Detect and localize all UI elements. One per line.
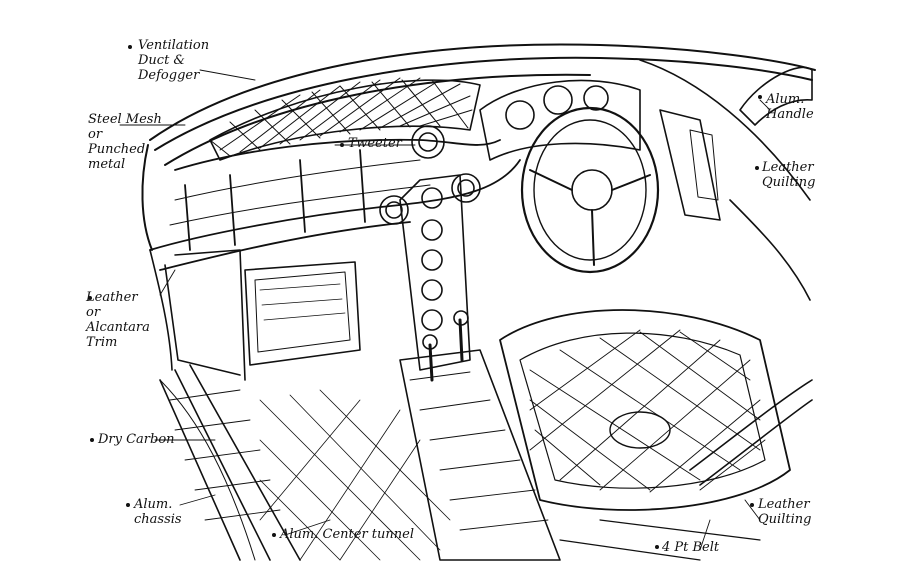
annotation-leather-alcantara-trim: Leather or Alcantara Trim xyxy=(86,290,150,350)
annotation-ventilation-duct: Ventilation Duct & Defogger xyxy=(138,38,210,83)
annotation-bullet xyxy=(758,95,762,99)
annotation-alum-center-tunnel: Alum. Center tunnel xyxy=(280,527,414,542)
annotation-bullet xyxy=(88,296,92,300)
seat-belt xyxy=(559,379,813,561)
leader-lines xyxy=(119,69,771,551)
annotation-bullet xyxy=(90,438,94,442)
annotation-bullet xyxy=(750,503,754,507)
glovebox xyxy=(244,261,361,366)
annotation-leather-quilting-right: Leather Quilting xyxy=(762,160,816,190)
annotation-leather-quilting-bottom: Leather Quilting xyxy=(758,497,812,527)
annotation-bullet xyxy=(128,45,132,49)
annotation-four-pt-belt: 4 Pt Belt xyxy=(662,540,720,555)
floor-hatching xyxy=(259,389,451,561)
right-door-panel xyxy=(639,59,813,301)
instrument-cluster xyxy=(479,79,641,161)
annotation-tweeter: Tweeter xyxy=(348,136,402,151)
annotation-bullet xyxy=(755,166,759,170)
steel-mesh-panel xyxy=(209,77,481,161)
annotation-bullet xyxy=(655,545,659,549)
dashboard-body xyxy=(149,138,521,271)
annotation-dry-carbon: Dry Carbon xyxy=(98,432,175,447)
annotation-bullet xyxy=(272,533,276,537)
center-stack xyxy=(379,173,481,371)
steering-wheel xyxy=(520,106,660,274)
tweeter-speaker xyxy=(411,125,445,159)
annotation-steel-mesh: Steel Mesh or Punched metal xyxy=(88,112,162,172)
annotation-alum-chassis: Alum. chassis xyxy=(134,497,182,527)
annotation-bullet xyxy=(126,503,130,507)
left-door-panel xyxy=(149,249,301,561)
quilted-seat xyxy=(499,309,791,511)
annotation-bullet xyxy=(340,143,344,147)
center-tunnel xyxy=(399,310,561,561)
annotation-alum-handle: Alum. Handle xyxy=(766,92,814,122)
